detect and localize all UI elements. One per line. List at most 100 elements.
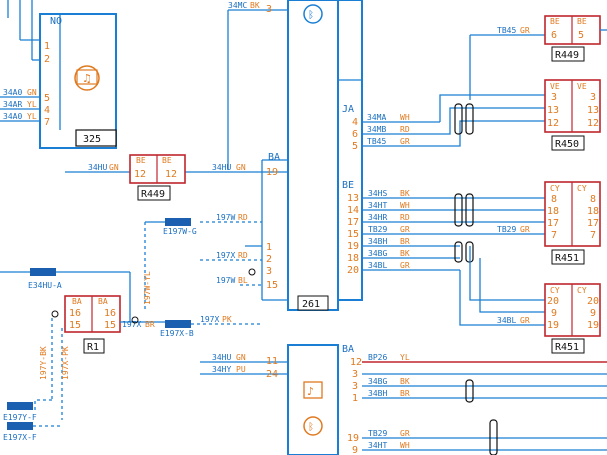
svg-text:17: 17 — [347, 217, 359, 228]
svg-text:BK: BK — [400, 249, 410, 258]
component-261: ᛒ 2 6 1 — [261, 0, 363, 311]
svg-text:34BL: 34BL — [368, 261, 387, 270]
svg-text:20: 20 — [347, 265, 359, 276]
svg-text:1: 1 — [266, 242, 272, 253]
svg-text:19: 19 — [347, 241, 359, 252]
svg-text:BR: BR — [145, 320, 155, 329]
svg-text:9: 9 — [590, 308, 596, 319]
svg-text:BK: BK — [400, 377, 410, 386]
svg-text:19: 19 — [587, 320, 599, 331]
svg-text:9: 9 — [551, 308, 557, 319]
svg-text:TB45: TB45 — [497, 26, 516, 35]
svg-text:34MC: 34MC — [228, 1, 247, 10]
svg-text:16: 16 — [69, 308, 81, 319]
svg-text:TB29: TB29 — [368, 429, 387, 438]
svg-text:17: 17 — [547, 218, 559, 229]
svg-text:♪: ♪ — [307, 385, 314, 398]
svg-text:BP26: BP26 — [368, 353, 387, 362]
svg-text:3: 3 — [352, 369, 358, 380]
svg-text:3: 3 — [266, 4, 272, 15]
svg-text:RD: RD — [238, 213, 248, 222]
svg-text:197X: 197X — [216, 251, 235, 260]
svg-text:18: 18 — [587, 206, 599, 217]
svg-text:GR: GR — [400, 137, 410, 146]
svg-text:7: 7 — [551, 230, 557, 241]
svg-text:20: 20 — [587, 296, 599, 307]
svg-text:3: 3 — [266, 266, 272, 277]
svg-text:15: 15 — [104, 320, 116, 331]
svg-text:E34HU-A: E34HU-A — [28, 281, 62, 290]
svg-text:BL: BL — [238, 276, 248, 285]
svg-text:GR: GR — [400, 225, 410, 234]
svg-text:GR: GR — [400, 261, 410, 270]
svg-text:2: 2 — [44, 54, 50, 65]
svg-text:E197X-F: E197X-F — [3, 433, 37, 442]
svg-text:4: 4 — [44, 105, 50, 116]
svg-text:3: 3 — [590, 92, 596, 103]
svg-text:R451: R451 — [555, 342, 579, 353]
svg-text:5: 5 — [44, 93, 50, 104]
svg-text:15: 15 — [69, 320, 81, 331]
svg-text:BE: BE — [136, 156, 146, 165]
svg-text:34HT: 34HT — [368, 201, 387, 210]
svg-text:34BH: 34BH — [368, 389, 387, 398]
svg-text:15: 15 — [266, 280, 278, 291]
svg-text:19: 19 — [347, 433, 359, 444]
svg-text:4: 4 — [352, 117, 358, 128]
svg-text:8: 8 — [551, 194, 557, 205]
svg-text:CY: CY — [550, 184, 560, 193]
svg-text:BA: BA — [342, 344, 354, 355]
svg-text:VE: VE — [550, 82, 560, 91]
svg-text:197W-YL: 197W-YL — [143, 271, 152, 305]
svg-text:14: 14 — [347, 205, 359, 216]
svg-text:BK: BK — [250, 1, 260, 10]
svg-text:BE: BE — [162, 156, 172, 165]
svg-text:24: 24 — [266, 369, 278, 380]
svg-text:18: 18 — [547, 206, 559, 217]
music-note-icon — [74, 65, 100, 91]
svg-text:GR: GR — [400, 429, 410, 438]
svg-text:ᛒ: ᛒ — [308, 422, 314, 433]
svg-text:12: 12 — [547, 118, 559, 129]
svg-text:7: 7 — [590, 230, 596, 241]
svg-text:15: 15 — [347, 229, 359, 240]
svg-text:12: 12 — [350, 357, 362, 368]
svg-text:ᛒ: ᛒ — [308, 10, 314, 21]
svg-text:BA: BA — [98, 297, 108, 306]
svg-text:R451: R451 — [555, 253, 579, 264]
svg-text:CY: CY — [550, 286, 560, 295]
svg-text:7: 7 — [44, 117, 50, 128]
svg-text:1: 1 — [352, 393, 358, 404]
svg-text:R450: R450 — [555, 139, 579, 150]
svg-text:12: 12 — [587, 118, 599, 129]
svg-text:BA: BA — [268, 152, 280, 163]
svg-text:12: 12 — [165, 169, 177, 180]
svg-text:197X: 197X — [200, 315, 219, 324]
svg-text:34BL: 34BL — [497, 316, 516, 325]
svg-text:34BG: 34BG — [368, 377, 387, 386]
svg-text:17: 17 — [587, 218, 599, 229]
svg-text:R449: R449 — [555, 50, 579, 61]
svg-text:18: 18 — [347, 253, 359, 264]
component-325-code: 325 — [83, 134, 101, 145]
svg-text:PK: PK — [222, 315, 232, 324]
svg-text:BA: BA — [72, 297, 82, 306]
svg-text:2: 2 — [266, 254, 272, 265]
svg-text:BE: BE — [577, 17, 587, 26]
svg-text:5: 5 — [578, 30, 584, 41]
svg-text:6: 6 — [352, 129, 358, 140]
svg-text:E197X-B: E197X-B — [160, 329, 194, 338]
svg-text:11: 11 — [266, 356, 278, 367]
svg-text:34MB: 34MB — [367, 125, 386, 134]
svg-text:34A0: 34A0 — [3, 88, 22, 97]
svg-text:20: 20 — [547, 296, 559, 307]
svg-text:E197Y-F: E197Y-F — [3, 413, 37, 422]
svg-text:34HR: 34HR — [368, 213, 387, 222]
